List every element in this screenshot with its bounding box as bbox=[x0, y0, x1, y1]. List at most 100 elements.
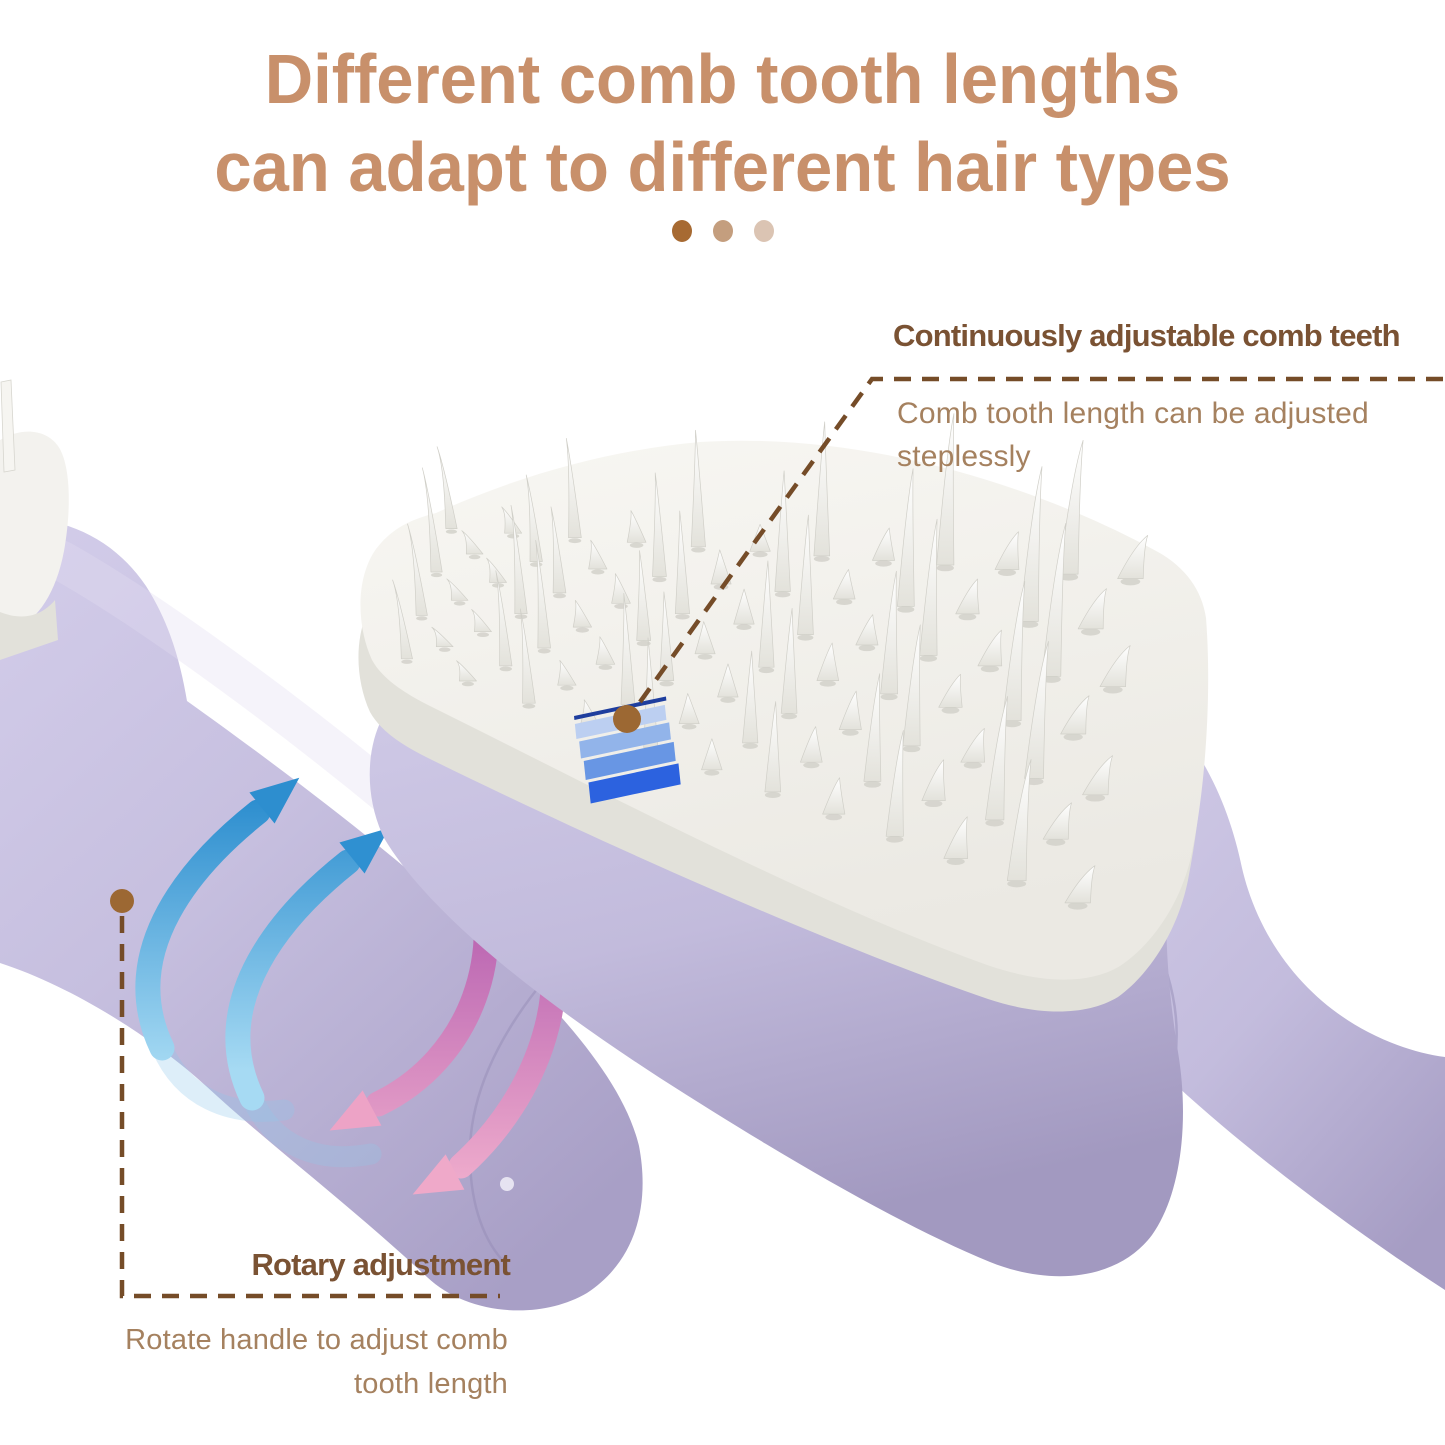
rotate-down-arrowhead-icon bbox=[329, 1090, 382, 1131]
pad-hole bbox=[522, 703, 536, 709]
comb-tooth bbox=[525, 474, 543, 562]
comb-tooth bbox=[943, 816, 969, 859]
comb-callout-heading: Continuously adjustable comb teeth bbox=[893, 318, 1401, 353]
pad-hole bbox=[416, 616, 428, 621]
comb-tooth bbox=[985, 696, 1008, 821]
pad-hole bbox=[530, 562, 543, 567]
comb-tooth bbox=[1042, 802, 1072, 840]
comb-tooth bbox=[710, 549, 732, 585]
comb-tooth bbox=[977, 629, 1003, 667]
comb-tooth bbox=[822, 777, 846, 815]
pad-hole bbox=[591, 569, 605, 575]
pad-hole bbox=[438, 647, 451, 652]
title-line-1: Different comb tooth lengths bbox=[264, 40, 1181, 119]
rotate-up-arrow-icon bbox=[225, 849, 361, 1111]
comb-tooth bbox=[955, 578, 980, 615]
divider-dot bbox=[753, 220, 774, 242]
comb-tooth bbox=[501, 506, 523, 534]
rotate-up-arrowhead-icon bbox=[249, 777, 300, 824]
pad-hole bbox=[636, 640, 651, 647]
comb-tooth bbox=[1060, 695, 1090, 735]
comb-tooth bbox=[486, 557, 507, 583]
rotary-callout-heading: Rotary adjustment bbox=[251, 1247, 510, 1282]
pad-hole bbox=[659, 680, 674, 687]
pad-hole bbox=[697, 654, 713, 660]
comb-tooth bbox=[896, 468, 915, 607]
pad-hole bbox=[652, 576, 667, 583]
comb-callout-dot bbox=[613, 705, 641, 733]
pad-hole bbox=[1103, 685, 1123, 694]
pad-hole bbox=[963, 761, 982, 769]
pad-hole bbox=[720, 697, 736, 703]
pad-hole bbox=[691, 547, 706, 553]
pad-hole bbox=[958, 613, 977, 621]
divider-dot bbox=[712, 220, 733, 242]
pad-hole bbox=[836, 598, 853, 606]
comb-tooth bbox=[694, 621, 716, 655]
rotate-up-arrow-fade-icon bbox=[151, 1037, 295, 1122]
comb-tooth bbox=[674, 510, 690, 615]
comb-tooth bbox=[611, 573, 631, 604]
pad-hole bbox=[1063, 733, 1083, 741]
pad-hole bbox=[880, 693, 898, 701]
pad-hole bbox=[758, 667, 775, 674]
comb-tooth bbox=[800, 726, 823, 763]
pad-hole bbox=[858, 644, 876, 652]
indicator-stripe bbox=[588, 763, 681, 804]
comb-tooth bbox=[863, 673, 882, 782]
pad-hole bbox=[919, 655, 938, 662]
pad-hole bbox=[752, 551, 768, 558]
comb-tooth bbox=[588, 539, 608, 570]
comb-tooth bbox=[855, 614, 879, 646]
pad-hole bbox=[902, 745, 921, 753]
title: Different comb tooth lengths can adapt t… bbox=[0, 36, 1445, 212]
comb-tooth bbox=[717, 663, 739, 698]
comb-tooth bbox=[780, 608, 798, 714]
comb-tooth bbox=[1064, 865, 1096, 904]
rotary-callout-body: Rotate handle to adjust comb tooth lengt… bbox=[40, 1318, 508, 1406]
pad-hole bbox=[764, 791, 781, 798]
comb-tooth bbox=[510, 504, 528, 615]
right-brush bbox=[358, 413, 1445, 1290]
comb-tooth bbox=[1117, 535, 1149, 579]
comb-tooth bbox=[535, 540, 551, 649]
rotate-up-arrow-icon bbox=[135, 799, 271, 1061]
comb-tooth bbox=[421, 467, 443, 573]
comb-callout-body-line-2: steplessly bbox=[897, 440, 1031, 473]
pad-hole bbox=[445, 529, 458, 534]
comb-tooth bbox=[797, 514, 814, 635]
left-brush-bristle bbox=[0, 379, 16, 473]
comb-tooth bbox=[1041, 522, 1067, 677]
comb-tooth bbox=[832, 569, 856, 600]
comb-tooth bbox=[550, 506, 567, 594]
indicator-stripe bbox=[579, 722, 671, 759]
pad-hole bbox=[575, 627, 589, 633]
comb-tooth bbox=[1082, 755, 1113, 796]
comb-tooth bbox=[572, 599, 592, 628]
rotary-callout-body-line-1: Rotate handle to adjust comb bbox=[125, 1324, 508, 1356]
pad-hole bbox=[946, 858, 965, 865]
indicator-stripe bbox=[583, 741, 676, 780]
comb-tooth bbox=[678, 693, 700, 725]
comb-tooth bbox=[758, 560, 775, 668]
comb-tooth bbox=[626, 510, 647, 543]
pad-hole bbox=[875, 560, 892, 567]
callout-lines bbox=[110, 376, 1443, 1299]
pad-hole bbox=[1046, 838, 1066, 846]
comb-callout-body-line-1: Comb tooth length can be adjusted bbox=[897, 397, 1369, 430]
comb-tooth bbox=[921, 759, 946, 802]
comb-tooth bbox=[1006, 759, 1032, 882]
pad-hole bbox=[1002, 720, 1022, 728]
pad-hole bbox=[985, 819, 1004, 827]
pad-hole bbox=[1041, 675, 1061, 683]
pad-hole bbox=[863, 781, 881, 788]
pad-hole bbox=[997, 569, 1017, 576]
pad-hole bbox=[704, 769, 720, 776]
comb-tooth bbox=[733, 588, 755, 625]
comb-tooth bbox=[813, 421, 831, 557]
left-brush bbox=[0, 379, 643, 1311]
pad-hole bbox=[1019, 620, 1039, 628]
pad-hole bbox=[1007, 880, 1027, 888]
rotary-callout-body-line-2: tooth length bbox=[354, 1368, 508, 1400]
